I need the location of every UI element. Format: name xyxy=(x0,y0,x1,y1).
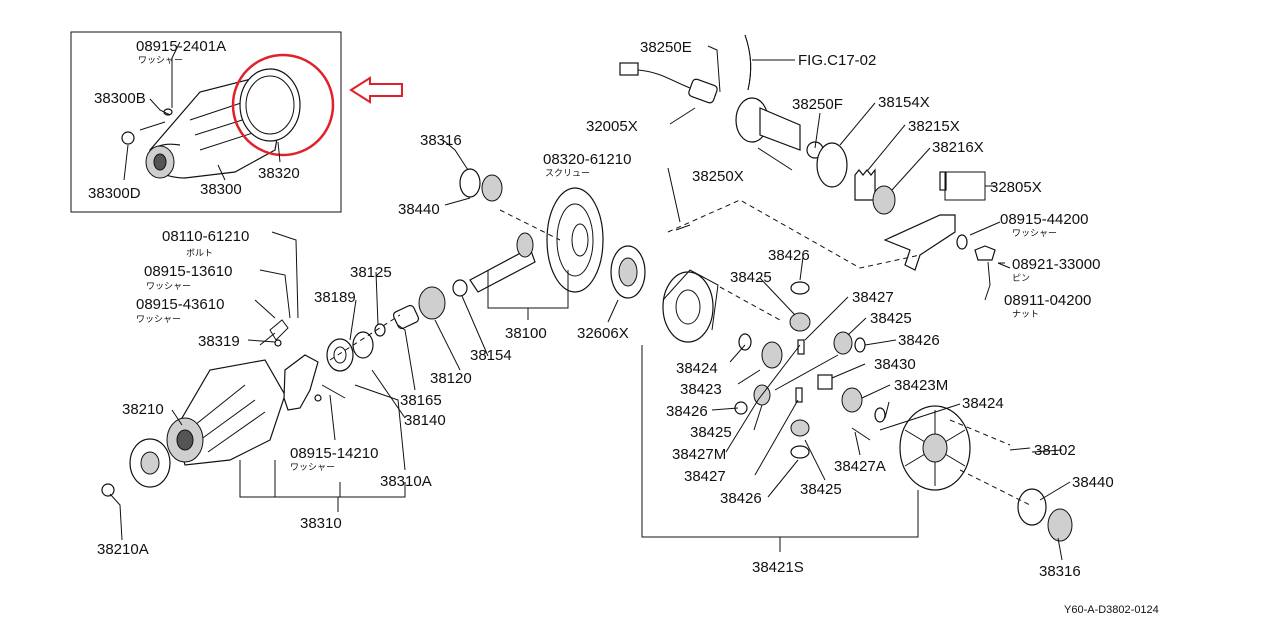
label-38427-b: 38427 xyxy=(684,468,726,485)
label-38320: 38320 xyxy=(258,165,300,182)
label-38154: 38154 xyxy=(470,347,512,364)
label-38165: 38165 xyxy=(400,392,442,409)
label-38425-c: 38425 xyxy=(690,424,732,441)
label-38154X: 38154X xyxy=(878,94,930,111)
label-08915-44200: 08915-44200 xyxy=(1000,211,1088,228)
label-38215X: 38215X xyxy=(908,118,960,135)
label-38250E: 38250E xyxy=(640,39,692,56)
label-38430: 38430 xyxy=(874,356,916,373)
label-38427M: 38427M xyxy=(672,446,726,463)
label-38440: 38440 xyxy=(398,201,440,218)
label-08320-61210: 08320-61210 xyxy=(543,151,631,168)
label-38425-b: 38425 xyxy=(870,310,912,327)
label-38424-a: 38424 xyxy=(676,360,718,377)
differential-lock-collar xyxy=(610,224,691,299)
pinion-bearings xyxy=(259,279,468,372)
label-38426-c: 38426 xyxy=(666,403,708,420)
label-38250F: 38250F xyxy=(792,96,843,113)
label-38316: 38316 xyxy=(420,132,462,149)
label-38250X: 38250X xyxy=(692,168,744,185)
label-38424-b: 38424 xyxy=(962,395,1004,412)
side-bearing-left xyxy=(459,168,503,202)
label-38216X: 38216X xyxy=(932,139,984,156)
label-38125: 38125 xyxy=(350,264,392,281)
label-38316-b: 38316 xyxy=(1039,563,1081,580)
differential-case-left xyxy=(662,269,719,343)
highlight-circle xyxy=(231,53,335,157)
bearing-cap xyxy=(283,354,346,411)
label-08915-14210-note: ワッシャー xyxy=(290,463,335,473)
label-08911-04200-note: ナット xyxy=(1012,309,1039,320)
label-38423M: 38423M xyxy=(894,377,948,394)
label-38210A: 38210A xyxy=(97,541,149,558)
carrier-housing xyxy=(101,359,286,497)
label-38300B: 38300B xyxy=(94,90,146,107)
label-38140: 38140 xyxy=(404,412,446,429)
label-38319: 38319 xyxy=(198,333,240,350)
label-08921-33000: 08921-33000 xyxy=(1012,256,1100,273)
label-08921-33000-note: ピン xyxy=(1012,273,1030,284)
label-08915-13610: 08915-13610 xyxy=(144,263,232,280)
label-fig-reference: FIG.C17-02 xyxy=(798,52,876,69)
label-38100: 38100 xyxy=(505,325,547,342)
differential-case-right xyxy=(899,405,1073,542)
inset-frame xyxy=(70,31,342,213)
label-38120: 38120 xyxy=(430,370,472,387)
label-08915-14210: 08915-14210 xyxy=(290,445,378,462)
label-38310A: 38310A xyxy=(380,473,432,490)
label-08915-2401A-note: ワッシャー xyxy=(138,56,183,66)
differential-gears xyxy=(734,281,886,459)
drive-pinion-and-ring-gear xyxy=(469,187,604,293)
label-32805X: 32805X xyxy=(990,179,1042,196)
shift-fork xyxy=(883,171,1011,271)
label-08915-44200-note: ワッシャー xyxy=(1012,229,1057,239)
label-38427-a: 38427 xyxy=(852,289,894,306)
label-38102: 38102 xyxy=(1034,442,1076,459)
label-08110-61210-note: ボルト xyxy=(186,248,213,259)
label-32606X: 32606X xyxy=(577,325,629,342)
label-38425-d: 38425 xyxy=(800,481,842,498)
label-38189: 38189 xyxy=(314,289,356,306)
speed-sensor xyxy=(619,34,752,104)
label-08915-43610: 08915-43610 xyxy=(136,296,224,313)
label-38310: 38310 xyxy=(300,515,342,532)
label-38440-b: 38440 xyxy=(1072,474,1114,491)
leader-lines xyxy=(109,41,1071,561)
label-08320-61210-note: スクリュー xyxy=(545,168,590,179)
label-38300D: 38300D xyxy=(88,185,141,202)
label-08915-13610-note: ワッシャー xyxy=(146,282,191,292)
label-38426-d: 38426 xyxy=(720,490,762,507)
inset-gasket xyxy=(239,68,301,142)
label-38426-a: 38426 xyxy=(768,247,810,264)
label-32005X: 32005X xyxy=(586,118,638,135)
label-38300: 38300 xyxy=(200,181,242,198)
highlight-arrow xyxy=(349,76,403,104)
label-08110-61210: 08110-61210 xyxy=(162,228,249,245)
label-38423: 38423 xyxy=(680,381,722,398)
label-38425-a: 38425 xyxy=(730,269,772,286)
label-38210: 38210 xyxy=(122,401,164,418)
label-08911-04200: 08911-04200 xyxy=(1004,292,1091,309)
label-38421S: 38421S xyxy=(752,559,804,576)
part-labels: 08915-2401A ワッシャー 38300B 38300D 38300 38… xyxy=(88,38,1159,616)
drawing-code: Y60-A-D3802-0124 xyxy=(1064,604,1159,616)
label-38427A: 38427A xyxy=(834,458,886,475)
label-38426-b: 38426 xyxy=(898,332,940,349)
companion-flange xyxy=(735,97,896,215)
label-08915-2401A: 08915-2401A xyxy=(136,38,226,55)
assembly-centerlines xyxy=(329,199,1031,506)
label-08915-43610-note: ワッシャー xyxy=(136,315,181,325)
